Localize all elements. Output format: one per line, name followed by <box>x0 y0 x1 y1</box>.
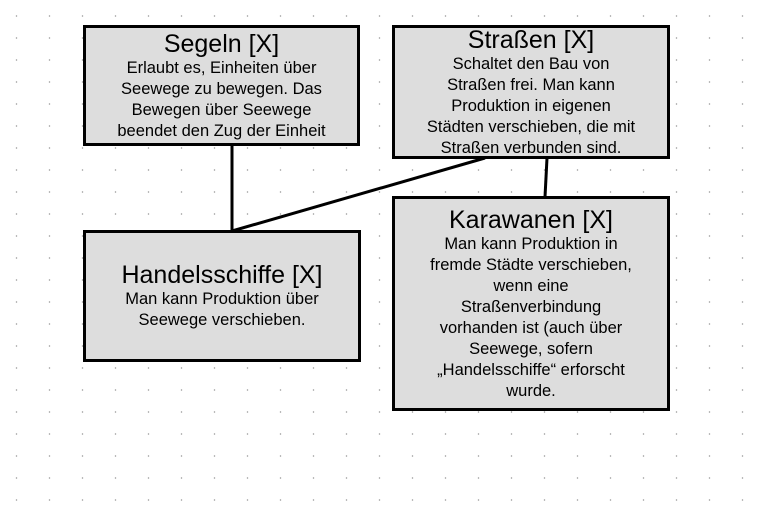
node-text: Seewege zu bewegen. Das <box>121 79 322 98</box>
node-text: Man kann Produktion in <box>444 234 618 253</box>
node-text: Schaltet den Bau von <box>452 54 610 73</box>
node-text: Seewege verschieben. <box>138 311 306 329</box>
edge-strassen-karawanen <box>543 157 549 198</box>
node-title: Straßen [X] <box>467 25 595 54</box>
node-text: wurde. <box>506 381 556 400</box>
node-handelsschiffe[interactable]: Handelsschiffe [X] Man kann Produktion ü… <box>83 230 361 362</box>
node-text: beendet den Zug der Einheit <box>117 121 326 140</box>
node-strassen[interactable]: Straßen [X] Schaltet den Bau von Straßen… <box>392 25 670 159</box>
node-karawanen[interactable]: Karawanen [X] Man kann Produktion in fre… <box>392 196 670 411</box>
node-text: „Handelsschiffe“ erforscht <box>437 360 625 379</box>
edge-strassen-handelsschiffe <box>231 156 486 233</box>
node-text: Straßen frei. Man kann <box>447 75 615 94</box>
node-text: Bewegen über Seewege <box>131 100 312 119</box>
node-text: Straßenverbindung <box>460 297 602 316</box>
node-text: Städten verschieben, die mit <box>426 117 636 136</box>
node-text: Straßen verbunden sind. <box>440 138 622 157</box>
node-text: vorhanden ist (auch über <box>439 318 623 337</box>
node-text: fremde Städte verschieben, <box>430 255 632 274</box>
node-segeln[interactable]: Segeln [X] Erlaubt es, Einheiten über Se… <box>83 25 360 146</box>
node-text: Man kann Produktion über <box>125 290 319 308</box>
node-title: Karawanen [X] <box>449 205 613 234</box>
node-title: Handelsschiffe [X] <box>121 261 323 289</box>
node-text: Seewege, sofern <box>469 339 593 358</box>
node-title: Segeln [X] <box>163 29 280 58</box>
node-text: Erlaubt es, Einheiten über <box>126 58 317 77</box>
node-text: Produktion in eigenen <box>451 96 611 115</box>
node-text: wenn eine <box>493 276 569 295</box>
